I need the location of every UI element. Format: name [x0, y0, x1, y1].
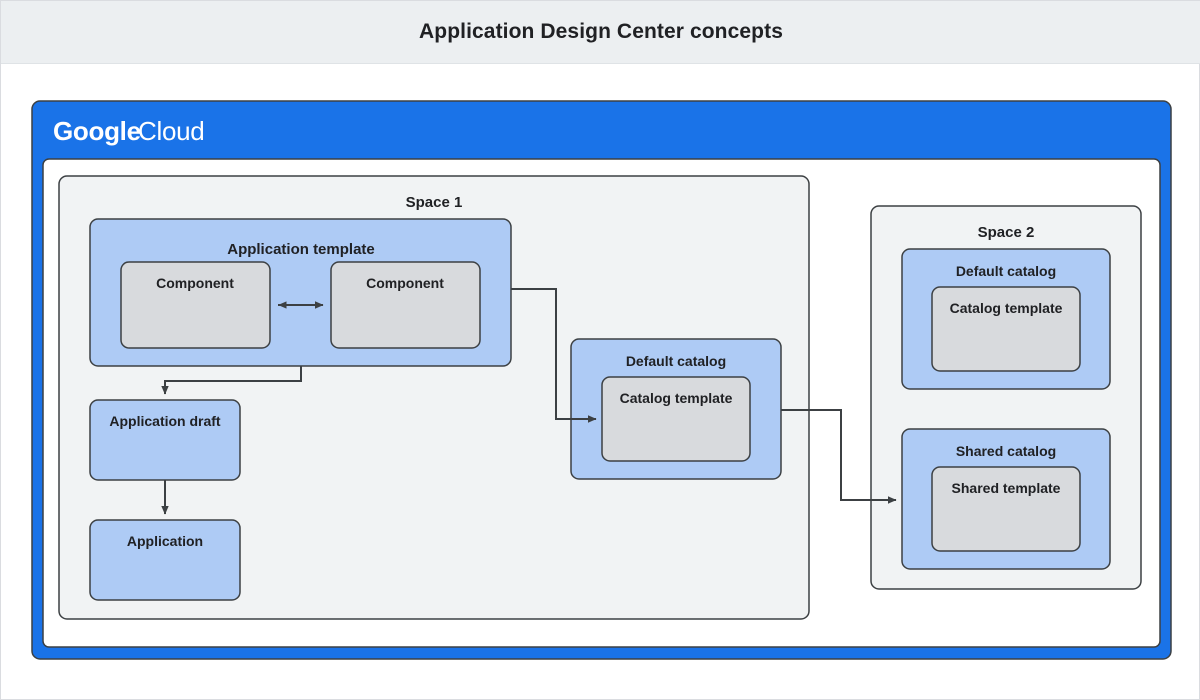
default-catalog-space-2-label: Default catalog — [956, 263, 1056, 279]
shared-template-space-2-node[interactable]: Shared template — [931, 466, 1081, 552]
component-right-node[interactable]: Component — [330, 261, 481, 349]
space-2-label: Space 2 — [978, 224, 1035, 241]
space-1-label: Space 1 — [406, 194, 463, 211]
shared-catalog-space-2-node[interactable]: Shared catalog Shared template — [901, 428, 1111, 570]
diagram-header: Application Design Center concepts — [1, 1, 1200, 64]
application-draft-box[interactable] — [89, 399, 241, 481]
catalog-template-space-2-box[interactable] — [931, 286, 1081, 372]
component-left-node[interactable]: Component — [120, 261, 271, 349]
space-1-group: Space 1 Application template Component C… — [58, 175, 810, 620]
application-node[interactable]: Application — [89, 519, 241, 601]
application-label: Application — [127, 533, 203, 549]
component-right-box[interactable] — [330, 261, 481, 349]
component-left-box[interactable] — [120, 261, 271, 349]
default-catalog-space-2-node[interactable]: Default catalog Catalog template — [901, 248, 1111, 390]
catalog-template-space-1-label: Catalog template — [620, 390, 733, 406]
connector-default-catalog-to-shared-catalog — [781, 409, 897, 504]
component-right-label: Component — [366, 275, 444, 291]
connector-application-template-to-application-draft — [161, 366, 302, 395]
catalog-template-space-2-label: Catalog template — [950, 300, 1063, 316]
shared-template-space-2-box[interactable] — [931, 466, 1081, 552]
connector-application-template-to-catalog-template — [511, 288, 597, 423]
application-template-label: Application template — [227, 241, 375, 258]
catalog-template-space-1-box[interactable] — [601, 376, 751, 462]
component-left-label: Component — [156, 275, 234, 291]
catalog-template-space-1-node[interactable]: Catalog template — [601, 376, 751, 462]
application-box[interactable] — [89, 519, 241, 601]
diagram-canvas: Google Cloud Space 1 Application templat… — [1, 64, 1200, 700]
page-title: Application Design Center concepts — [419, 20, 783, 43]
google-cloud-logo-google: Google — [53, 116, 141, 146]
application-draft-node[interactable]: Application draft — [89, 399, 241, 481]
catalog-template-space-2-node[interactable]: Catalog template — [931, 286, 1081, 372]
default-catalog-space-1-node[interactable]: Default catalog Catalog template — [570, 338, 782, 480]
shared-template-space-2-label: Shared template — [952, 480, 1061, 496]
space-2-group: Space 2 Default catalog Catalog template… — [870, 205, 1142, 590]
application-template-node[interactable]: Application template Component Component — [89, 218, 512, 367]
architecture-diagram: Google Cloud Space 1 Application templat… — [31, 100, 1172, 660]
shared-catalog-space-2-label: Shared catalog — [956, 443, 1056, 459]
application-draft-label: Application draft — [109, 413, 221, 429]
default-catalog-space-1-label: Default catalog — [626, 353, 726, 369]
google-cloud-logo-cloud: Cloud — [138, 116, 204, 146]
